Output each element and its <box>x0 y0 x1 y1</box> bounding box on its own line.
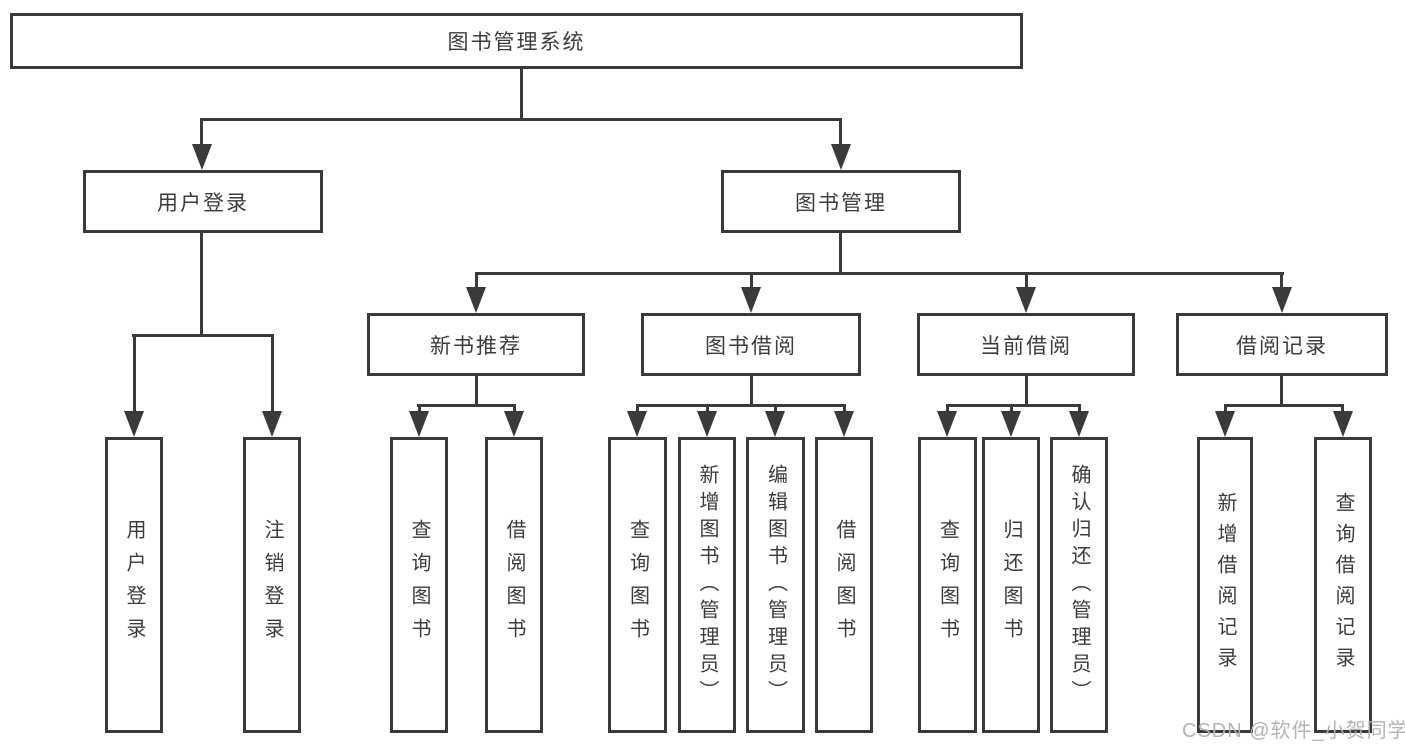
node-new-book-recommend-label: 新书推荐 <box>430 334 522 358</box>
connector-line <box>475 272 478 293</box>
connector-line <box>418 404 421 416</box>
node-book-borrowing-label: 图书借阅 <box>705 334 797 358</box>
node-system-root-label: 图书管理系统 <box>447 31 586 54</box>
node-borrowing-records-label: 借阅记录 <box>1236 334 1328 358</box>
arrow-down-icon <box>262 411 282 437</box>
arrow-down-icon <box>1069 411 1089 437</box>
arrow-down-icon <box>1272 287 1292 313</box>
arrow-down-icon <box>834 411 854 437</box>
node-book-management-branch: 图书管理 <box>721 170 961 233</box>
node-book-borrowing: 图书借阅 <box>641 313 861 376</box>
connector-line <box>475 376 478 406</box>
connector-line <box>750 376 753 406</box>
connector-line <box>843 404 846 416</box>
leaf-user-login: 用户登录 <box>105 437 163 733</box>
csdn-watermark: CSDN @软件_小贺同学 <box>1182 720 1405 742</box>
leaf-edit-books-admin-label: 编辑图书（管理员） <box>764 463 787 707</box>
node-system-root: 图书管理系统 <box>10 13 1023 69</box>
connector-line <box>636 404 639 416</box>
leaf-logout: 注销登录 <box>243 437 301 733</box>
leaf-add-borrow-record-label: 新增借阅记录 <box>1214 492 1236 678</box>
leaf-query-books-borrowing: 查询图书 <box>608 437 667 733</box>
arrow-down-icon <box>504 411 524 437</box>
connector-line <box>839 118 842 151</box>
leaf-query-books-recommend: 查询图书 <box>390 437 448 733</box>
connector-line <box>271 334 274 415</box>
connector-line <box>750 272 753 293</box>
leaf-query-books-borrowing-label: 查询图书 <box>626 519 649 651</box>
connector-line <box>774 404 777 416</box>
arrow-down-icon <box>1001 411 1021 437</box>
connector-line <box>946 404 1081 407</box>
leaf-borrow-books-label: 借阅图书 <box>833 519 855 651</box>
connector-line <box>132 334 274 337</box>
arrow-down-icon <box>937 411 957 437</box>
leaf-confirm-return-admin: 确认归还（管理员） <box>1050 437 1108 733</box>
connector-line <box>946 404 949 416</box>
arrow-down-icon <box>741 287 761 313</box>
leaf-query-borrow-record: 查询借阅记录 <box>1314 437 1372 733</box>
arrow-down-icon <box>192 144 212 170</box>
connector-line <box>200 118 203 151</box>
connector-line <box>475 272 1284 275</box>
leaf-add-books-admin-label: 新增图书（管理员） <box>696 463 718 707</box>
connector-line <box>200 233 203 336</box>
arrow-down-icon <box>124 411 144 437</box>
leaf-add-books-admin: 新增图书（管理员） <box>678 437 736 733</box>
connector-line <box>1224 404 1344 407</box>
leaf-return-books: 归还图书 <box>982 437 1040 733</box>
node-borrowing-records: 借阅记录 <box>1176 313 1388 376</box>
connector-line <box>1280 272 1283 293</box>
arrow-down-icon <box>831 144 851 170</box>
connector-line <box>1025 376 1028 406</box>
arrow-down-icon <box>409 411 429 437</box>
connector-line <box>133 334 136 415</box>
node-user-login-branch-label: 用户登录 <box>157 191 249 215</box>
arrow-down-icon <box>765 411 785 437</box>
connector-line <box>1280 376 1283 406</box>
arrow-down-icon <box>1333 411 1353 437</box>
leaf-query-borrow-record-label: 查询借阅记录 <box>1332 492 1354 678</box>
arrow-down-icon <box>627 411 647 437</box>
leaf-borrow-books-recommend-label: 借阅图书 <box>503 519 525 651</box>
leaf-edit-books-admin: 编辑图书（管理员） <box>746 437 805 733</box>
connector-line <box>1078 404 1081 416</box>
connector-line <box>520 69 523 120</box>
arrow-down-icon <box>697 411 717 437</box>
leaf-logout-label: 注销登录 <box>261 519 283 651</box>
connector-line <box>706 404 709 416</box>
connector-line <box>1341 404 1344 416</box>
arrow-down-icon <box>1215 411 1235 437</box>
node-new-book-recommend: 新书推荐 <box>367 313 585 376</box>
leaf-borrow-books: 借阅图书 <box>815 437 873 733</box>
connector-line <box>417 404 516 407</box>
leaf-query-books-current: 查询图书 <box>918 437 977 733</box>
leaf-confirm-return-admin-label: 确认归还（管理员） <box>1068 463 1090 707</box>
node-user-login-branch: 用户登录 <box>83 170 323 233</box>
connector-line <box>1025 272 1028 293</box>
leaf-borrow-books-recommend: 借阅图书 <box>485 437 543 733</box>
arrow-down-icon <box>466 287 486 313</box>
leaf-user-login-label: 用户登录 <box>123 519 145 651</box>
connector-line <box>513 404 516 416</box>
connector-line <box>1224 404 1227 416</box>
leaf-query-books-current-label: 查询图书 <box>936 519 959 651</box>
node-current-borrowing: 当前借阅 <box>917 313 1135 376</box>
arrow-down-icon <box>1016 287 1036 313</box>
leaf-return-books-label: 归还图书 <box>1000 519 1022 651</box>
connector-line <box>1010 404 1013 416</box>
connector-line <box>839 233 842 274</box>
leaf-query-books-recommend-label: 查询图书 <box>408 519 430 651</box>
connector-line <box>201 118 842 121</box>
connector-line <box>636 404 846 407</box>
node-current-borrowing-label: 当前借阅 <box>980 334 1072 358</box>
leaf-add-borrow-record: 新增借阅记录 <box>1197 437 1253 733</box>
node-book-management-branch-label: 图书管理 <box>795 191 887 215</box>
